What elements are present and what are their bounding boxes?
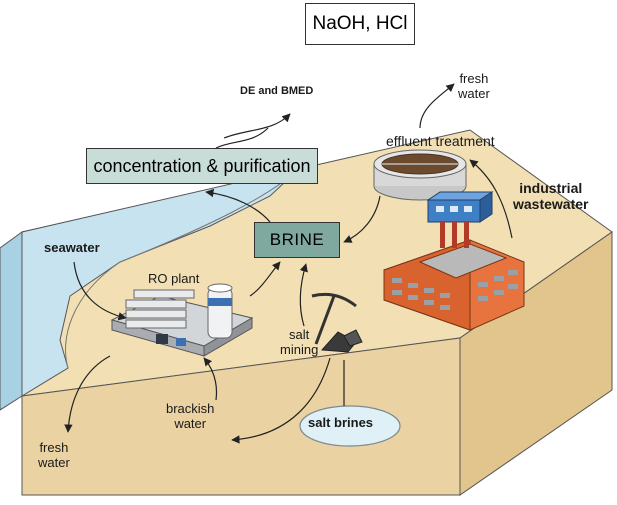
seawater-label: seawater xyxy=(44,240,100,255)
industrial-wastewater-line-1: industrial xyxy=(519,180,583,196)
arrow-brines-to-brackish xyxy=(231,357,331,444)
salt-mining-line-1: salt xyxy=(289,327,310,342)
arrow-brine-to-conc xyxy=(205,188,271,223)
salt-mining-label: salt mining xyxy=(280,327,319,358)
product-box-label: NaOH, HCl xyxy=(312,13,408,34)
arrow-dest-to-product xyxy=(223,113,291,139)
industrial-wastewater-label: industrial wastewater xyxy=(513,180,588,212)
arrow-treatment-to-fresh xyxy=(419,83,455,129)
industrial-wastewater-line-2: wastewater xyxy=(513,196,589,213)
salt-brines-pool xyxy=(299,405,401,447)
fresh-water-bottom-line-2: water xyxy=(38,454,70,470)
concentration-box-label: concentration & purification xyxy=(93,155,311,176)
fresh-water-top-line-2: water xyxy=(458,85,490,101)
process-label: DE and BMED xyxy=(240,85,314,97)
arrow-brackish-to-ro xyxy=(203,357,218,401)
effluent-treatment-tank xyxy=(373,149,467,201)
concentration-box: concentration & purification xyxy=(86,148,318,184)
brackish-water-label: brackish water xyxy=(166,401,215,432)
arrow-seawater-to-ro xyxy=(73,261,127,321)
ro-plant-label: RO plant xyxy=(148,271,200,286)
arrow-ro-to-freshwater xyxy=(64,355,111,433)
salt-brines-label: salt brines xyxy=(308,415,374,430)
brine-box: BRINE xyxy=(254,222,340,258)
fresh-water-top-label: fresh water xyxy=(458,71,490,102)
arrow-mining-to-brine xyxy=(299,263,308,327)
ro-plant-equipment xyxy=(110,283,254,357)
salt-mining-line-2: mining xyxy=(280,341,319,357)
effluent-treatment-label: effluent treatment xyxy=(386,133,495,149)
sea-side-face xyxy=(0,231,23,411)
arrow-conc-to-dest xyxy=(215,127,269,149)
brackish-water-line-1: brackish xyxy=(166,401,215,416)
product-box: NaOH, HCl xyxy=(305,3,415,45)
brine-box-label: BRINE xyxy=(269,230,325,249)
salt-mining-pickaxe xyxy=(311,292,363,353)
coastline xyxy=(65,167,301,369)
brackish-water-line-2: water xyxy=(174,415,207,431)
ground-side-face xyxy=(459,231,613,496)
arrow-ro-to-brine xyxy=(249,261,281,297)
fresh-water-bottom-line-1: fresh xyxy=(39,440,69,455)
fresh-water-top-line-1: fresh xyxy=(459,71,489,86)
arrow-industry-to-treatment xyxy=(469,159,513,239)
factory xyxy=(383,191,525,331)
fresh-water-bottom-label: fresh water xyxy=(38,440,70,471)
arrow-treatment-to-brine xyxy=(343,195,381,243)
